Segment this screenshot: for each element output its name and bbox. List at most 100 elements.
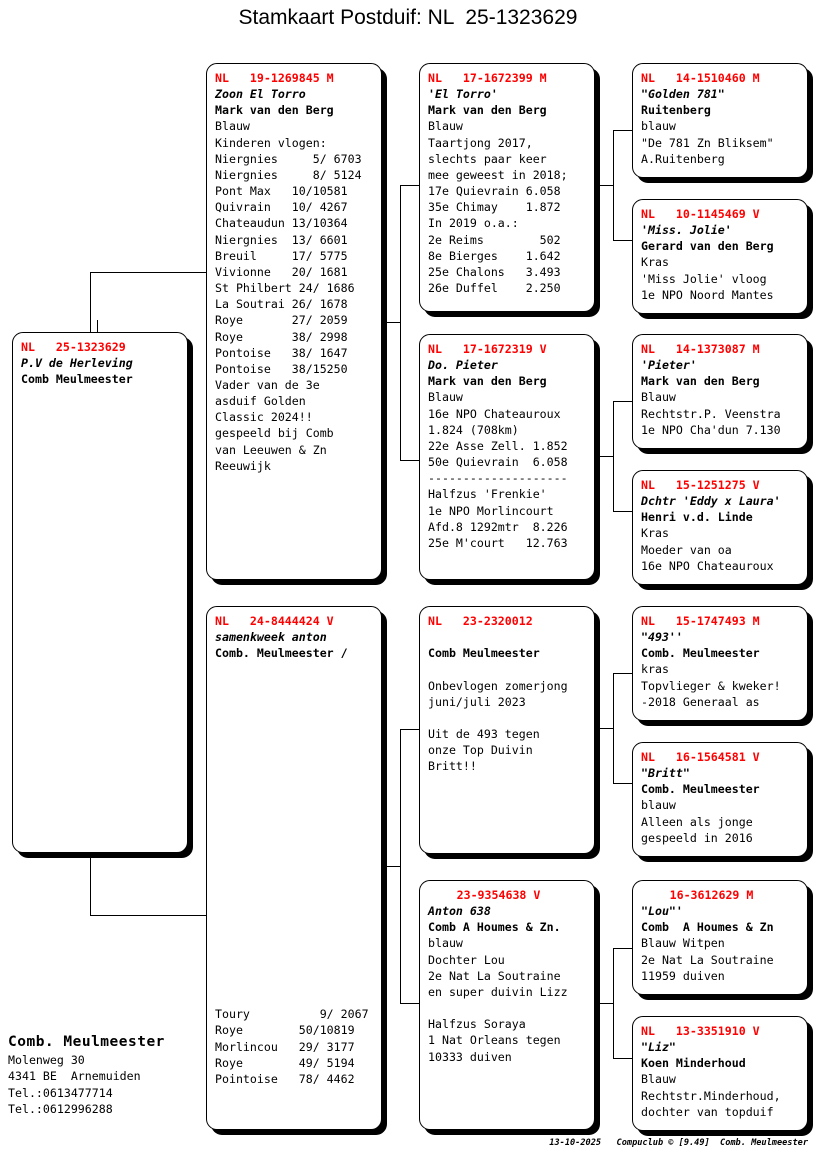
- pigeon-name: 'Pieter': [641, 358, 697, 373]
- pigeon-detail: 35e Chimay 1.872: [428, 200, 561, 215]
- pigeon-detail: dochter van topduif: [641, 1104, 774, 1119]
- pigeon-card-gen3-5[interactable]: NL 15-1747493 M "493'' Comb. Meulmeester…: [632, 606, 808, 721]
- pigeon-detail: 1e NPO Noord Mantes: [641, 287, 774, 302]
- pigeon-detail: Uit de 493 tegen: [428, 727, 540, 742]
- pigeon-detail: --------------------: [428, 471, 568, 486]
- pigeon-detail: en super duivin Lizz: [428, 984, 568, 999]
- pigeon-name: "Britt": [641, 766, 690, 781]
- page-title: Stamkaart Postduif: NL 25-1323629: [238, 6, 578, 29]
- pigeon-card-gen2-a[interactable]: NL 17-1672399 M 'El Torro' Mark van den …: [419, 63, 595, 312]
- pigeon-detail: 50e Quievrain 6.058: [428, 455, 568, 470]
- pigeon-detail: 1 Nat Orleans tegen: [428, 1033, 561, 1048]
- pigeon-owner: Comb A Houmes & Zn: [641, 920, 774, 935]
- pigeon-detail: [428, 629, 587, 645]
- pigeon-detail: 8e Bierges 1.642: [428, 248, 561, 263]
- connector-g2a-trunk: [613, 130, 614, 240]
- pigeon-detail: Rechtstr.P. Veenstra: [641, 406, 781, 421]
- pigeon-card-gen3-7[interactable]: 16-3612629 M "Lou"' Comb A Houmes & Zn B…: [632, 880, 808, 995]
- result-row: Pointoise 78/ 4462: [215, 1071, 355, 1086]
- pigeon-card-gen3-6[interactable]: NL 16-1564581 V "Britt" Comb. Meulmeeste…: [632, 742, 808, 857]
- connector-dam-to-g2c: [400, 729, 419, 730]
- ring-number: NL 14-1373087 M: [641, 342, 760, 356]
- pigeon-card-gen3-1[interactable]: NL 14-1510460 M "Golden 781" Ruitenberg …: [632, 63, 808, 178]
- pigeon-detail: Niergnies 8/ 5124: [215, 167, 362, 182]
- pigeon-owner: Koen Minderhoud: [641, 1056, 746, 1071]
- pigeon-detail: 2e Nat La Soutraine: [641, 952, 774, 967]
- connector-sire-to-g2b: [400, 460, 419, 461]
- pigeon-detail: 26e Duffel 2.250: [428, 281, 561, 296]
- pigeon-detail: 17e Quievrain 6.058: [428, 184, 561, 199]
- pigeon-detail: 16e NPO Chateauroux: [428, 406, 561, 421]
- ring-number: 16-3612629 M: [669, 888, 754, 902]
- pigeon-detail: Quivrain 10/ 4267: [215, 200, 348, 215]
- pigeon-card-gen3-4[interactable]: NL 15-1251275 V Dchtr 'Eddy x Laura' Hen…: [632, 470, 808, 585]
- pigeon-card-gen2-c[interactable]: NL 23-2320012 Comb Meulmeester Onbevloge…: [419, 606, 595, 854]
- pigeon-detail: [428, 661, 587, 677]
- connector-g2d-in: [596, 1003, 613, 1004]
- pigeon-detail: van Leeuwen & Zn: [215, 442, 327, 457]
- pigeon-owner: Mark van den Berg: [428, 103, 547, 118]
- pigeon-detail: Blauw: [428, 119, 463, 134]
- pigeon-detail: Niergnies 5/ 6703: [215, 151, 362, 166]
- connector-g2c-in: [596, 728, 613, 729]
- connector-g2d-to-g3-7: [613, 948, 632, 949]
- connector-g2b-trunk: [613, 401, 614, 511]
- pigeon-card-sire[interactable]: NL 19-1269845 M Zoon El Torro Mark van d…: [206, 63, 382, 580]
- pigeon-card-gen2-d[interactable]: 23-9354638 V Anton 638 Comb A Houmes & Z…: [419, 880, 595, 1130]
- connector-sire-to-g2a: [400, 185, 419, 186]
- pigeon-detail: 2e Reims 502: [428, 232, 561, 247]
- pigeon-detail: Pontoise 38/15250: [215, 361, 348, 376]
- pigeon-owner: Comb. Meulmeester: [641, 782, 760, 797]
- pigeon-detail: 'Miss Jolie' vloog: [641, 271, 767, 286]
- ring-number: NL 16-1564581 V: [641, 750, 760, 764]
- pigeon-detail: Niergnies 13/ 6601: [215, 232, 348, 247]
- pigeon-owner: Mark van den Berg: [215, 103, 334, 118]
- owner-phone-1: Tel.:0613477714: [8, 1085, 113, 1100]
- result-row: Morlincou 29/ 3177: [215, 1039, 355, 1054]
- pigeon-card-gen2-b[interactable]: NL 17-1672319 V Do. Pieter Mark van den …: [419, 334, 595, 580]
- ring-number: NL 15-1747493 M: [641, 614, 760, 628]
- pigeon-owner: Henri v.d. Linde: [641, 510, 753, 525]
- pigeon-detail: A.Ruitenberg: [641, 151, 725, 166]
- pigeon-detail: kras: [641, 662, 669, 677]
- owner-info: Comb. Meulmeester Molenweg 30 4341 BE Ar…: [8, 1032, 208, 1117]
- connector-sire-in: [382, 322, 400, 323]
- pigeon-card-subject[interactable]: NL 25-1323629 P.V de Herleving Comb Meul…: [12, 332, 188, 853]
- pigeon-owner: Comb Meulmeester: [428, 646, 540, 661]
- owner-name: Comb. Meulmeester: [8, 1034, 165, 1050]
- pigeon-owner: Comb A Houmes & Zn.: [428, 920, 561, 935]
- pigeon-detail: Roye 38/ 2998: [215, 329, 348, 344]
- pigeon-detail: Reeuwijk: [215, 458, 271, 473]
- pigeon-card-gen3-3[interactable]: NL 14-1373087 M 'Pieter' Mark van den Be…: [632, 334, 808, 449]
- pigeon-detail: Blauw: [215, 119, 250, 134]
- pigeon-name: Do. Pieter: [428, 358, 498, 373]
- pigeon-owner: Ruitenberg: [641, 103, 711, 118]
- ring-number: NL 15-1251275 V: [641, 478, 760, 492]
- pigeon-card-dam[interactable]: NL 24-8444424 V samenkweek anton Comb. M…: [206, 606, 382, 1130]
- pigeon-detail: Blauw: [641, 1072, 676, 1087]
- connector-g2c-to-g3-6: [613, 783, 632, 784]
- connector-g2d-trunk: [613, 948, 614, 1058]
- pigeon-detail: Kras: [641, 255, 669, 270]
- pigeon-detail: mee geweest in 2018;: [428, 167, 568, 182]
- pigeon-owner: Mark van den Berg: [641, 374, 760, 389]
- pigeon-card-gen3-2[interactable]: NL 10-1145469 V 'Miss. Jolie' Gerard van…: [632, 199, 808, 314]
- connector-g2b-in: [596, 456, 613, 457]
- pigeon-owner: Comb Meulmeester: [21, 372, 133, 387]
- pigeon-detail: Blauw Witpen: [641, 936, 725, 951]
- pigeon-name: 'Miss. Jolie': [641, 223, 732, 238]
- ring-number: NL 24-8444424 V: [215, 614, 334, 628]
- pigeon-detail: 1e NPO Cha'dun 7.130: [641, 422, 781, 437]
- pigeon-detail: Kras: [641, 526, 669, 541]
- connector-subject-stub-v: [97, 320, 98, 340]
- pigeon-detail: Blauw: [641, 390, 676, 405]
- pigeon-card-gen3-8[interactable]: NL 13-3351910 V "Liz" Koen Minderhoud Bl…: [632, 1016, 808, 1131]
- connector-subject-to-sire: [90, 272, 207, 273]
- owner-street: Molenweg 30: [8, 1053, 85, 1067]
- pigeon-detail: La Soutrai 26/ 1678: [215, 297, 348, 312]
- owner-city: 4341 BE Arnemuiden: [8, 1069, 141, 1084]
- pigeon-detail: 16e NPO Chateauroux: [641, 558, 774, 573]
- connector-dam-in: [382, 866, 400, 867]
- connector-subject-to-dam: [90, 915, 207, 916]
- pigeon-detail: 22e Asse Zell. 1.852: [428, 438, 568, 453]
